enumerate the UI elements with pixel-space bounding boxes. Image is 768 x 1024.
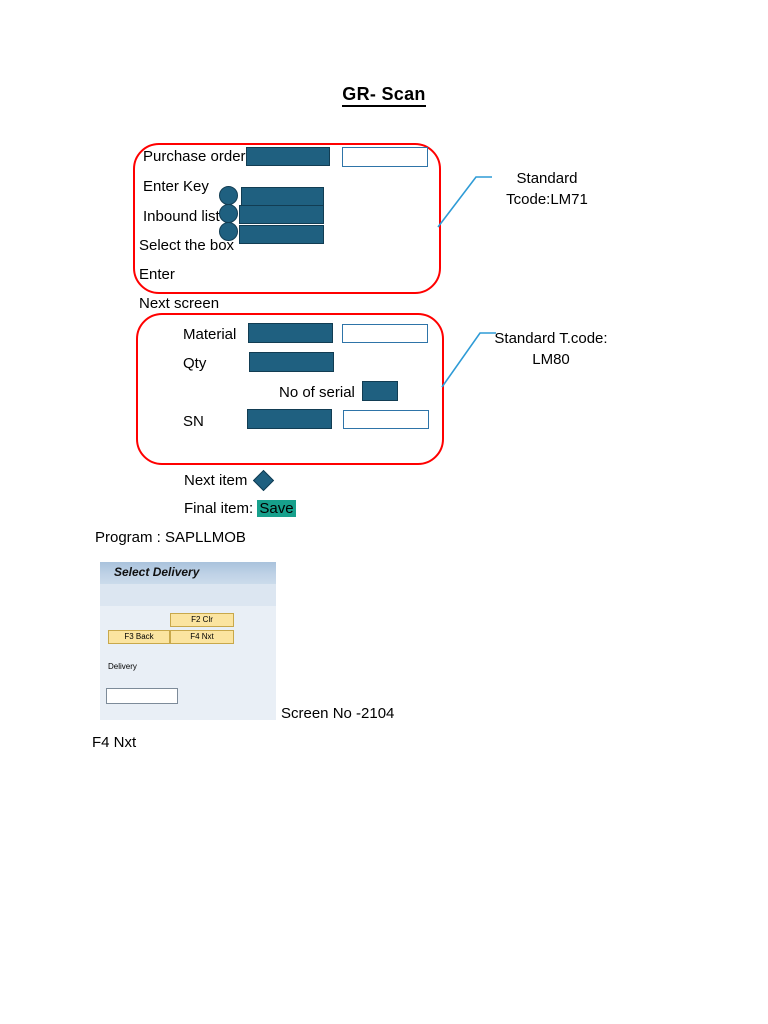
sap-button-f3-back[interactable]: F3 Back	[108, 630, 170, 644]
save-highlight[interactable]: Save	[257, 500, 296, 517]
sap-button-f4-nxt[interactable]: F4 Nxt	[170, 630, 234, 644]
screen-two-callout-box	[136, 313, 444, 465]
screen-one-callout-box	[133, 143, 441, 294]
bullet-circle-select-box	[219, 222, 238, 241]
field-enter-key-bar[interactable]	[241, 187, 324, 206]
label-no-of-serial: No of serial	[279, 384, 355, 401]
field-no-of-serial-bar[interactable]	[362, 381, 398, 401]
label-screen-number: Screen No -2104	[281, 705, 395, 722]
label-inbound-list: Inbound list	[143, 208, 220, 225]
field-purchase-order-bar[interactable]	[246, 147, 330, 166]
sap-delivery-label: Delivery	[108, 662, 137, 671]
label-select-the-box: Select the box	[139, 237, 235, 254]
label-enter-key: Enter Key	[143, 178, 209, 195]
label-material: Material	[183, 326, 237, 343]
field-material-bar[interactable]	[248, 323, 333, 343]
field-material-input[interactable]	[342, 324, 428, 343]
field-sn-bar[interactable]	[247, 409, 332, 429]
field-purchase-order-input[interactable]	[342, 147, 428, 167]
label-next-screen: Next screen	[139, 295, 220, 312]
sap-button-f2-clr[interactable]: F2 Clr	[170, 613, 234, 627]
label-program: Program : SAPLLMOB	[95, 529, 246, 546]
annotation-screen-two: Standard T.code: LM80	[494, 330, 608, 368]
diamond-marker-next-item	[252, 469, 275, 492]
sap-subtitle-bar	[100, 584, 276, 606]
label-final-item: Final item: Save	[184, 500, 296, 518]
label-purchase-order: Purchase order	[143, 148, 246, 165]
sap-mock-screen: Select Delivery F2 Clr F3 Back F4 Nxt De…	[100, 562, 276, 720]
label-next-item: Next item	[184, 472, 248, 489]
field-sn-input[interactable]	[343, 410, 429, 429]
label-qty: Qty	[183, 355, 207, 372]
sap-delivery-input[interactable]	[106, 688, 178, 704]
label-f4-nxt-footer: F4 Nxt	[92, 734, 137, 751]
page-title-text: GR- Scan	[342, 84, 426, 107]
final-item-text: Final item:	[184, 500, 254, 517]
annotation-screen-one: Standard Tcode:LM71	[506, 170, 588, 208]
bullet-circle-inbound-list	[219, 204, 238, 223]
leader-line-screen-two	[441, 332, 496, 388]
sap-titlebar	[100, 562, 276, 584]
label-sn: SN	[183, 413, 204, 430]
bullet-circle-enter-key	[219, 186, 238, 205]
field-qty-bar[interactable]	[249, 352, 334, 372]
field-select-box-bar[interactable]	[239, 225, 324, 244]
page-title: GR- Scan	[0, 84, 768, 107]
field-inbound-list-bar[interactable]	[239, 205, 324, 224]
leader-line-screen-one	[437, 176, 492, 228]
sap-screen-title: Select Delivery	[114, 565, 200, 579]
label-enter: Enter	[139, 266, 175, 283]
